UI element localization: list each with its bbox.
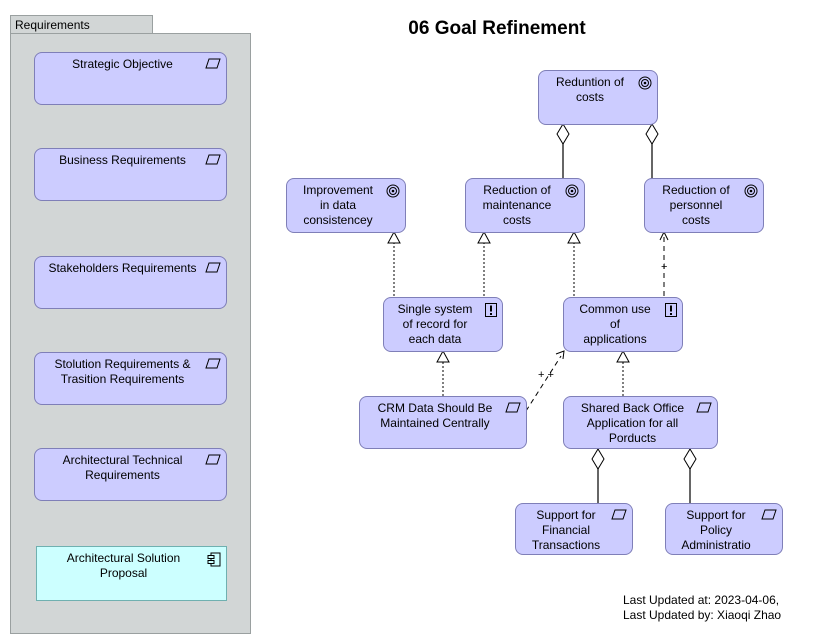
last-updated-by: Last Updated by: Xiaoqi Zhao — [623, 608, 782, 622]
goal-icon — [638, 76, 652, 90]
requirement-icon — [505, 402, 521, 413]
goal-icon — [744, 184, 758, 198]
node-label: Strategic Objective — [72, 57, 173, 71]
node-solution-transition-requirements[interactable]: Stolution Requirements & Trasition Requi… — [34, 352, 227, 405]
node-label: Architectural Technical Requirements — [62, 453, 183, 482]
influence-connector[interactable] — [525, 355, 562, 412]
node-label: Support for Policy Administratio — [681, 508, 751, 552]
requirement-icon — [696, 402, 712, 413]
node-reduction-of-personnel-costs[interactable]: Reduction of personnel costs — [644, 178, 764, 233]
node-architectural-solution-proposal[interactable]: Architectural Solution Proposal — [36, 546, 227, 601]
goal-icon — [386, 184, 400, 198]
node-label: Reduction of maintenance costs — [482, 183, 552, 227]
node-label: Shared Back Office Application for all P… — [580, 401, 685, 445]
node-label: Reduction of personnel costs — [662, 183, 730, 227]
node-architectural-technical-requirements[interactable]: Architectural Technical Requirements — [34, 448, 227, 501]
requirement-icon — [205, 58, 221, 69]
node-single-system-of-record[interactable]: Single system of record for each data — [383, 297, 503, 352]
node-business-requirements[interactable]: Business Requirements — [34, 148, 227, 201]
aggregation-diamond — [556, 123, 570, 145]
diagram-title: 06 Goal Refinement — [408, 18, 586, 39]
component-icon — [207, 552, 221, 567]
requirement-icon — [761, 509, 777, 520]
aggregation-diamond — [683, 448, 697, 470]
influence-label: + — [661, 261, 667, 273]
node-label: Architectural Solution Proposal — [66, 551, 181, 580]
realization-arrowhead — [387, 230, 401, 244]
node-label: Improvement in data consistencey — [302, 183, 374, 227]
node-reduction-of-maintenance-costs[interactable]: Reduction of maintenance costs — [465, 178, 585, 233]
requirement-icon — [205, 454, 221, 465]
requirement-icon — [611, 509, 627, 520]
principle-icon — [665, 303, 677, 317]
realization-arrowhead — [616, 349, 630, 363]
realization-arrowhead — [477, 230, 491, 244]
requirement-icon — [205, 358, 221, 369]
node-label: Stakeholders Requirements — [48, 261, 197, 275]
principle-icon — [485, 303, 497, 317]
realization-arrowhead — [567, 230, 581, 244]
node-label: Reduntion of costs — [555, 75, 625, 104]
node-label: Common use of applications — [579, 302, 651, 346]
node-stakeholders-requirements[interactable]: Stakeholders Requirements — [34, 256, 227, 309]
aggregation-diamond — [591, 448, 605, 470]
goal-icon — [565, 184, 579, 198]
node-reduction-of-costs[interactable]: Reduntion of costs — [538, 70, 658, 125]
node-shared-back-office-application[interactable]: Shared Back Office Application for all P… — [563, 396, 718, 449]
node-support-policy-administration[interactable]: Support for Policy Administratio — [665, 503, 783, 555]
node-common-use-of-applications[interactable]: Common use of applications — [563, 297, 683, 352]
node-label: Support for Financial Transactions — [531, 508, 601, 552]
node-crm-data-maintained-centrally[interactable]: CRM Data Should Be Maintained Centrally — [359, 396, 527, 449]
last-updated-note: Last Updated at: 2023-04-06, Last Update… — [623, 593, 781, 623]
node-label: CRM Data Should Be Maintained Centrally — [377, 401, 493, 430]
node-support-financial-transactions[interactable]: Support for Financial Transactions — [515, 503, 633, 555]
node-label: Single system of record for each data — [397, 302, 473, 346]
group-requirements-breakdown[interactable] — [10, 33, 251, 634]
node-improvement-data-consistency[interactable]: Improvement in data consistencey — [286, 178, 406, 233]
last-updated-at: Last Updated at: 2023-04-06, — [623, 593, 780, 607]
node-label: Business Requirements — [59, 153, 186, 167]
node-strategic-objective[interactable]: Strategic Objective — [34, 52, 227, 105]
influence-label: + + — [538, 369, 554, 381]
node-label: Stolution Requirements & Trasition Requi… — [54, 357, 191, 386]
influence-arrowhead — [555, 350, 565, 360]
aggregation-diamond — [645, 123, 659, 145]
requirement-icon — [205, 262, 221, 273]
realization-arrowhead — [436, 349, 450, 363]
requirement-icon — [205, 154, 221, 165]
